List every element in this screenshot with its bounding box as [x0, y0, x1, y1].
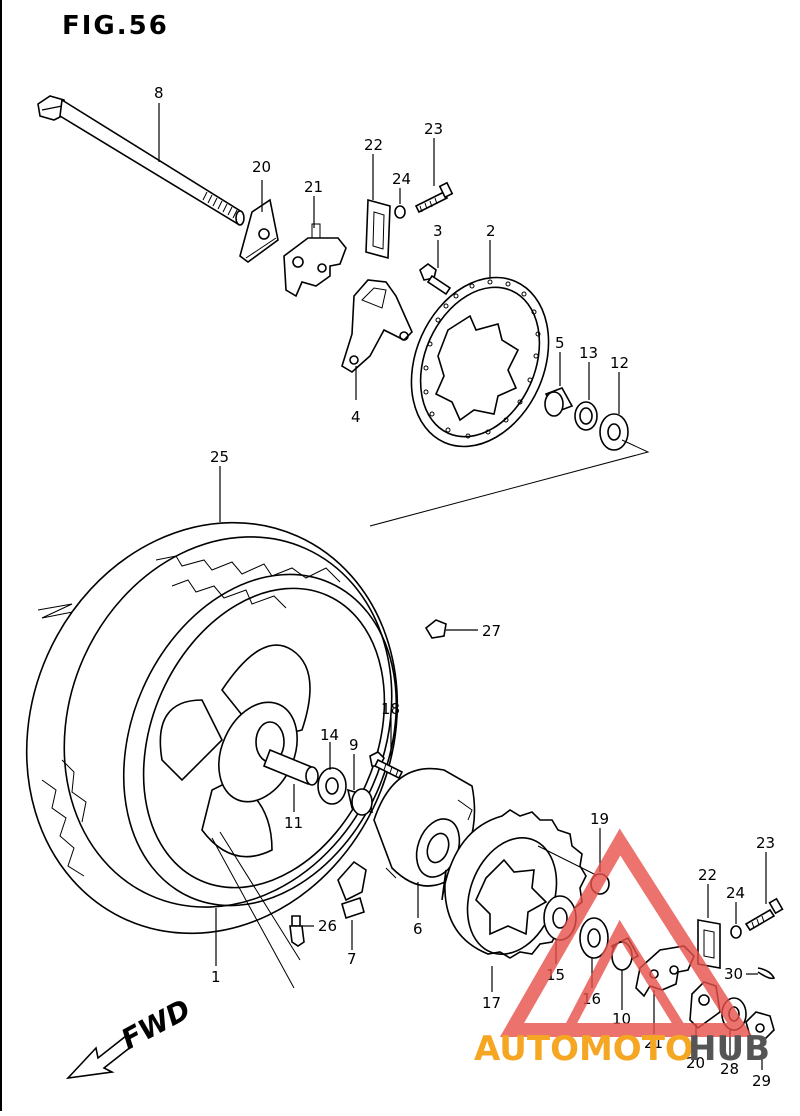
- figure-title: FIG.56: [62, 11, 169, 41]
- washer-upper: [394, 205, 406, 219]
- axis-line-upper: [369, 439, 650, 527]
- label-26: 26: [318, 917, 337, 935]
- label-20a: 20: [252, 158, 271, 176]
- watermark-logo: [499, 828, 753, 1037]
- plate-upper: [365, 198, 391, 260]
- leader-1-lines: [211, 831, 301, 989]
- plate-lower: [697, 919, 721, 969]
- bearing-14: [317, 767, 347, 805]
- label-2: 2: [486, 222, 496, 240]
- spacer-9: [346, 788, 374, 816]
- valve-26: [289, 915, 305, 947]
- washer-lower: [730, 925, 742, 939]
- axis-line-lower: [537, 845, 599, 877]
- bearing-12: [599, 413, 629, 451]
- label-4: 4: [351, 408, 361, 426]
- cotter-pin-30: [757, 967, 776, 980]
- label-1: 1: [211, 968, 221, 986]
- disc-bolt: [419, 263, 452, 296]
- label-6: 6: [413, 920, 423, 938]
- label-12: 12: [610, 354, 629, 372]
- label-21a: 21: [304, 178, 323, 196]
- watermark-automoto: AUTOMOTO: [474, 1029, 694, 1069]
- cushion-7: [337, 860, 367, 920]
- label-8: 8: [154, 84, 164, 102]
- label-14: 14: [320, 726, 339, 744]
- bolt-18: [369, 751, 404, 780]
- watermark-text: AUTOMOTO HUB: [474, 1029, 770, 1069]
- wheel-rim: [122, 573, 398, 907]
- spacer-5: [544, 387, 574, 417]
- label-19: 19: [590, 810, 609, 828]
- label-23b: 23: [756, 834, 775, 852]
- label-21b: 21: [644, 1034, 663, 1052]
- label-22a: 22: [364, 136, 383, 154]
- label-5: 5: [555, 334, 565, 352]
- label-3: 3: [433, 222, 443, 240]
- label-28: 28: [720, 1060, 739, 1078]
- watermark-hub: HUB: [688, 1029, 770, 1069]
- label-24b: 24: [726, 884, 745, 902]
- seal-16: [579, 917, 609, 959]
- label-18: 18: [381, 700, 400, 718]
- label-29: 29: [752, 1072, 771, 1090]
- label-7: 7: [347, 950, 357, 968]
- brake-disc: [410, 276, 550, 448]
- label-20b: 20: [686, 1054, 705, 1072]
- label-27: 27: [482, 622, 501, 640]
- bolt-upper: [414, 181, 454, 214]
- caliper-bracket: [341, 279, 413, 373]
- label-11: 11: [284, 814, 303, 832]
- label-13: 13: [579, 344, 598, 362]
- label-22b: 22: [698, 866, 717, 884]
- axle-part: [37, 95, 245, 226]
- label-24a: 24: [392, 170, 411, 188]
- label-30: 30: [724, 965, 743, 983]
- chain-adjuster-upper: [283, 223, 347, 298]
- label-23a: 23: [424, 120, 443, 138]
- label-9: 9: [349, 736, 359, 754]
- label-25: 25: [210, 448, 229, 466]
- bolt-lower: [744, 897, 784, 932]
- fwd-arrow-icon: [65, 1034, 134, 1080]
- label-17: 17: [482, 994, 501, 1012]
- damper-27: [424, 619, 447, 639]
- hub-spacer-11: [262, 748, 319, 786]
- fwd-label: FWD: [116, 993, 196, 1057]
- sprocket-carrier: [373, 767, 476, 887]
- seal-13: [574, 401, 598, 431]
- adjuster-plate-upper: [239, 198, 279, 263]
